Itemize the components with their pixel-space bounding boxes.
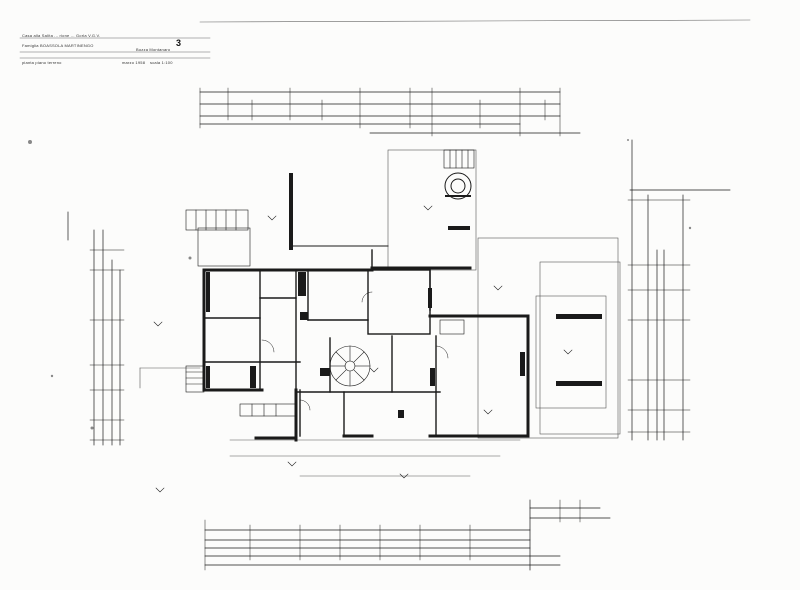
level-markers	[153, 205, 573, 493]
title-drawing: pianta piano terreno	[22, 60, 62, 65]
title-block-rules	[19, 19, 751, 59]
left-dimension-lines	[67, 211, 125, 446]
door-swings	[261, 291, 449, 411]
top-dimension-lines	[199, 87, 581, 137]
spiral-stair-icon	[329, 345, 371, 387]
sheet-number: 3	[176, 38, 182, 48]
site-outlines	[139, 149, 621, 477]
paper-specks	[28, 139, 692, 430]
title-client: Famiglia BOASSOLA MARTINENGO	[22, 43, 94, 48]
terrace-stair	[443, 149, 475, 169]
title-date: marzo 1958	[122, 60, 146, 65]
entry-stair	[185, 209, 251, 267]
title-architect: Bozza Montanaro	[136, 47, 171, 52]
exterior-walls	[202, 266, 530, 442]
interior-walls	[203, 249, 441, 437]
right-dimension-lines	[627, 139, 731, 441]
solid-elements	[206, 226, 602, 418]
south-steps	[185, 319, 465, 417]
title-scale: scala 1:100	[150, 60, 173, 65]
north-symbol-icon	[444, 172, 472, 200]
title-line-1: Casa alla Salita ... rione ... Gorla V.G…	[22, 33, 101, 38]
bottom-dimension-lines	[204, 499, 611, 571]
